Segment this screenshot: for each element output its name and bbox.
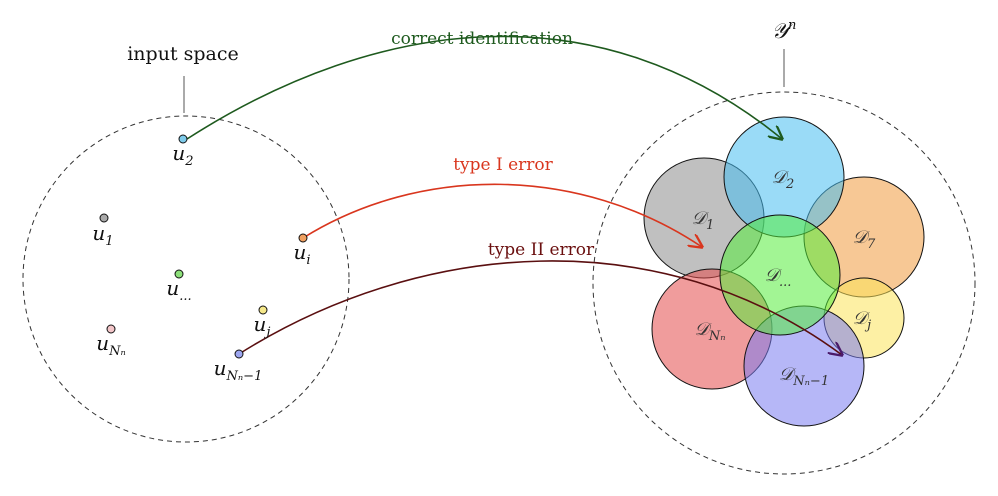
point-label-unn: uNₙ: [96, 331, 126, 359]
output-space-title: 𝒴n: [772, 18, 797, 43]
region-label-ddots: 𝒟...: [765, 265, 792, 290]
region-label-d7: 𝒟7: [853, 227, 876, 252]
input-points: u2 u1 ui u... uj uNₙ uNₙ−1: [92, 134, 311, 384]
arrows: correct identification type I error type…: [186, 29, 842, 355]
point-ui: [298, 233, 308, 243]
point-label-unn1: uNₙ−1: [214, 356, 263, 384]
point-label-ui: ui: [293, 240, 310, 268]
input-space-title: input space: [127, 43, 239, 65]
output-space-boundary: [592, 91, 976, 475]
point-label-udots: u...: [166, 276, 191, 304]
point-label-uj: uj: [254, 312, 271, 340]
point-uj: [258, 305, 268, 315]
region-label-dnn: 𝒟Nₙ: [694, 319, 725, 344]
input-space-boundary: [22, 115, 350, 443]
label-type-ii-error: type II error: [488, 240, 595, 260]
point-label-u2: u2: [172, 141, 193, 169]
point-unn: [106, 324, 116, 334]
region-label-dj: 𝒟j: [853, 308, 871, 333]
region-label-dnn1: 𝒟Nₙ−1: [779, 364, 829, 389]
point-unn1: [234, 349, 244, 359]
arrow-correct-identification: [186, 35, 782, 139]
arrow-type-ii-error: [238, 260, 842, 355]
point-udots: [174, 269, 184, 279]
arrow-type-i-error: [302, 183, 702, 247]
label-correct-identification: correct identification: [391, 29, 573, 49]
region-label-d1: 𝒟1: [692, 208, 715, 233]
label-type-i-error: type I error: [453, 155, 553, 175]
region-label-d2: 𝒟2: [772, 167, 795, 192]
point-u1: [99, 213, 109, 223]
point-u2: [178, 134, 188, 144]
region-ddots: [719, 214, 841, 336]
input-space: input space: [22, 43, 350, 443]
point-label-u1: u1: [92, 221, 113, 249]
